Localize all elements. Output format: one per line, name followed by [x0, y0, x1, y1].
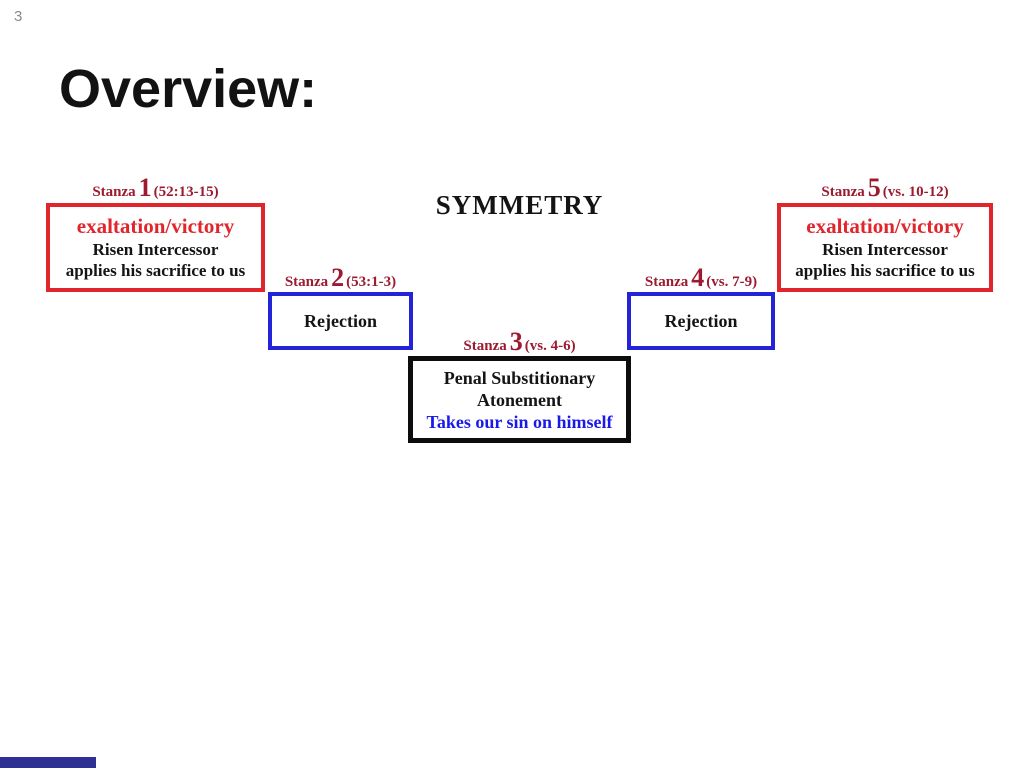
bottom-accent-bar — [0, 757, 96, 768]
stanza-2-number: 2 — [331, 263, 345, 292]
stanza-3-line-2: Atonement — [477, 389, 562, 410]
stanza-5-line-3: applies his sacrifice to us — [795, 261, 975, 280]
stanza-3-prefix: Stanza — [463, 338, 507, 354]
stanza-1-number: 1 — [138, 173, 152, 202]
stanza-3-line-3: Takes our sin on himself — [426, 411, 613, 432]
stanza-4-number: 4 — [691, 263, 705, 292]
stanza-3-box: Penal Substitionary Atonement Takes our … — [408, 356, 631, 443]
slide-number: 3 — [14, 8, 23, 25]
stanza-5-box: exaltation/victory Risen Intercessor app… — [777, 203, 993, 292]
page-title: Overview: — [59, 59, 318, 119]
stanza-3-number: 3 — [509, 327, 523, 356]
stanza-4-prefix: Stanza — [644, 274, 689, 290]
stanza-5-line-1: exaltation/victory — [806, 214, 964, 238]
stanza-2-reference: (53:1-3) — [346, 274, 397, 290]
stanza-1-line-1: exaltation/victory — [76, 214, 235, 238]
symmetry-heading: SYMMETRY — [435, 190, 604, 220]
stanza-5-number: 5 — [867, 173, 881, 202]
stanza-5-line-2: Risen Intercessor — [822, 240, 948, 259]
stanza-1-line-2: Risen Intercessor — [92, 240, 219, 259]
stanza-1-reference: (52:13-15) — [153, 184, 219, 200]
stanza-3-line-1: Penal Substitionary — [443, 367, 596, 388]
stanza-4-reference: (vs. 7-9) — [706, 274, 758, 290]
stanza-3-reference: (vs. 4-6) — [524, 338, 576, 354]
stanza-5-reference: (vs. 10-12) — [882, 184, 949, 200]
stanza-1-line-3: applies his sacrifice to us — [65, 261, 246, 280]
stanza-5-prefix: Stanza — [821, 184, 865, 200]
stanza-2-box: Rejection — [268, 292, 413, 350]
stanza-4-line-1: Rejection — [664, 311, 738, 331]
stanza-2-line-1: Rejection — [304, 311, 377, 331]
stanza-1-prefix: Stanza — [92, 184, 136, 200]
stanza-1-box: exaltation/victory Risen Intercessor app… — [46, 203, 265, 292]
stanza-4-box: Rejection — [627, 292, 775, 350]
stanza-2-prefix: Stanza — [284, 274, 329, 290]
